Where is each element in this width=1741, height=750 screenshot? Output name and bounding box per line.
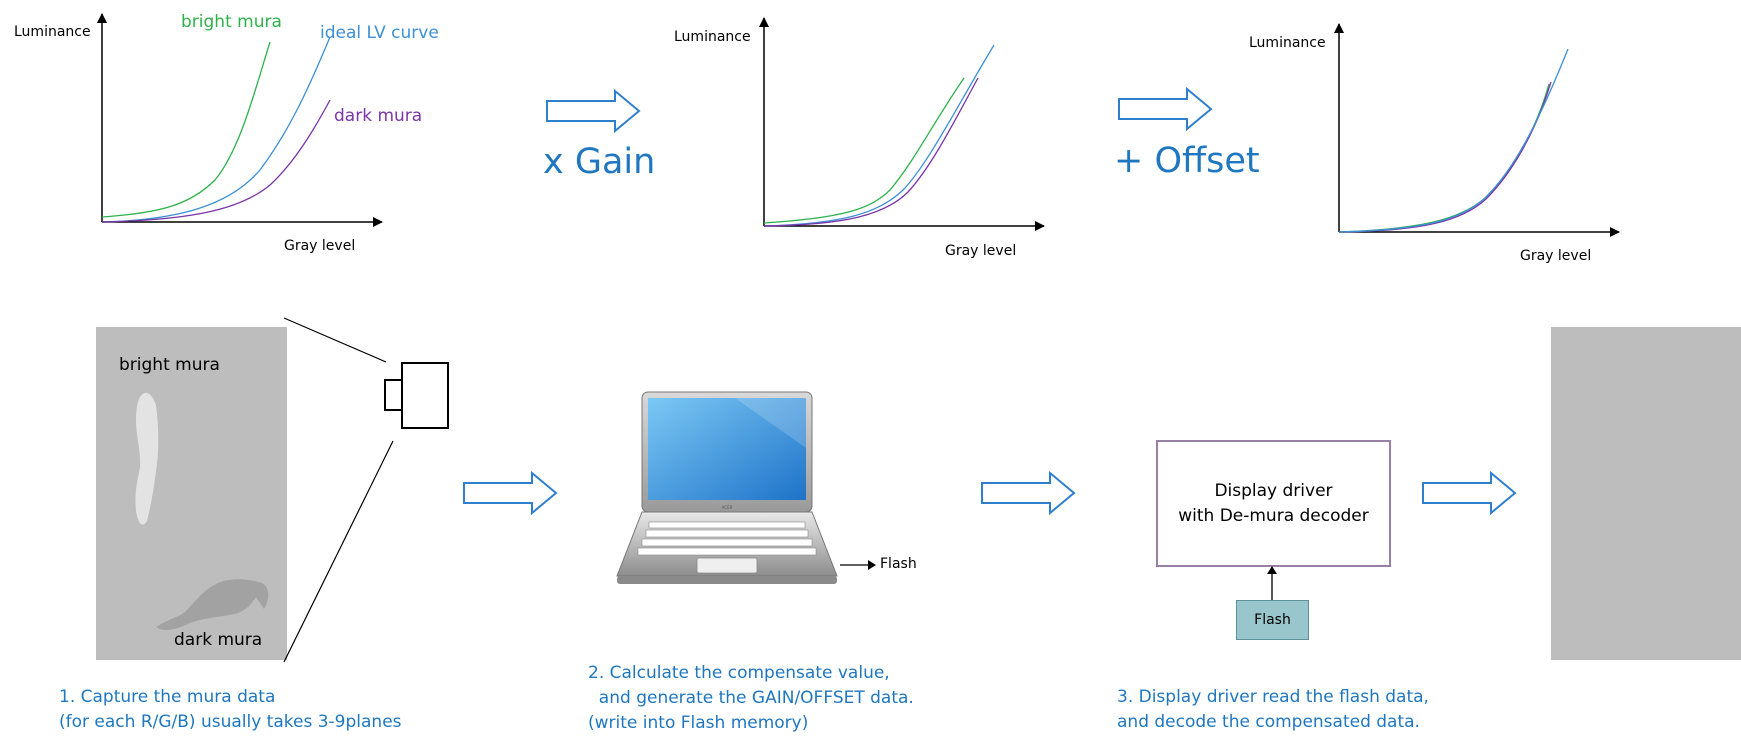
flash-memory-box: Flash: [1236, 600, 1309, 640]
laptop-icon: ACER: [616, 391, 838, 584]
bright-mura-spot: [135, 392, 159, 525]
flow-arrow-3: [1422, 470, 1517, 516]
dark-mura-curve-label: dark mura: [334, 106, 423, 126]
ideal-lv-curve: [763, 44, 995, 227]
ideal-lv-curve: [101, 36, 331, 223]
graph-3-plot: [1334, 23, 1620, 237]
graph-3-ylabel: Luminance: [1249, 35, 1326, 51]
bright-mura-curve-label: bright mura: [181, 12, 282, 32]
gain-arrow: [546, 88, 641, 134]
bright-mura-curve: [101, 41, 271, 218]
graph-2-plot: [759, 17, 1045, 231]
dark-mura-curve: [101, 99, 331, 223]
result-display-panel: [1551, 327, 1741, 660]
graph-2-ylabel: Luminance: [674, 29, 751, 45]
bright-mura-curve: [763, 77, 965, 224]
graph-1-ylabel: Luminance: [14, 24, 91, 40]
camera-body: [401, 362, 449, 429]
mura-display-panel: bright mura dark mura: [96, 327, 287, 660]
graph-1-plot: [80, 0, 400, 230]
driver-line-1: Display driver: [1214, 480, 1333, 501]
offset-label: + Offset: [1114, 141, 1260, 181]
offset-arrow: [1118, 86, 1213, 132]
panel-bright-mura-label: bright mura: [119, 355, 220, 375]
flash-out-arrow: [840, 560, 876, 570]
step-1-caption: 1. Capture the mura data (for each R/G/B…: [59, 687, 402, 732]
graph-2-xlabel: Gray level: [945, 243, 1017, 259]
graph-3-xlabel: Gray level: [1520, 248, 1592, 264]
ideal-lv-curve-label: ideal LV curve: [320, 23, 439, 43]
dark-mura-curve: [763, 77, 979, 227]
laptop-brand: ACER: [722, 505, 733, 510]
flash-out-label: Flash: [880, 556, 917, 572]
gain-label: x Gain: [543, 142, 656, 182]
flash-to-driver-arrow: [1267, 566, 1277, 600]
graph-1-xlabel: Gray level: [284, 238, 356, 254]
step-2-caption: 2. Calculate the compensate value, and g…: [588, 663, 914, 733]
driver-line-2: with De-mura decoder: [1178, 505, 1369, 526]
camera-lens: [384, 379, 403, 411]
dark-mura-spot: [156, 579, 269, 630]
ideal-lv-curve: [1338, 48, 1569, 233]
step-3-caption: 3. Display driver read the flash data, a…: [1117, 687, 1429, 732]
camera-capture: [283, 317, 449, 663]
dark-mura-curve: [1338, 81, 1552, 233]
flow-arrow-2: [981, 470, 1076, 516]
panel-dark-mura-label: dark mura: [174, 630, 263, 650]
flow-arrow-1: [463, 470, 558, 516]
display-driver-box: Display driver with De-mura decoder: [1156, 440, 1391, 567]
